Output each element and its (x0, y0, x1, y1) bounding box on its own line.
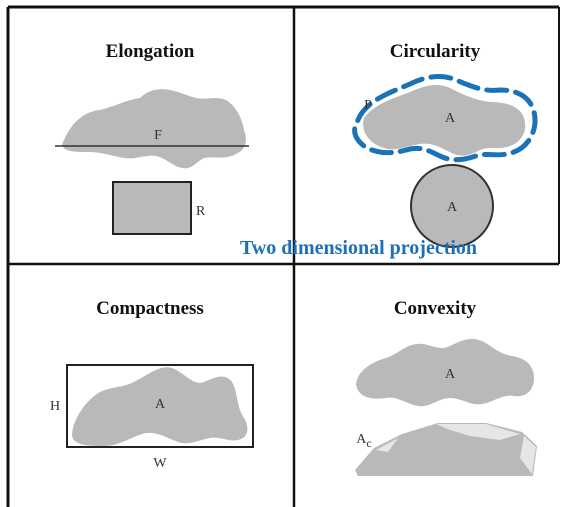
elongation-feret-label: F (154, 128, 162, 143)
elongation-rect-label: R (196, 204, 206, 219)
circularity-perimeter-label: P (364, 98, 372, 113)
circularity-particle-shape (363, 85, 526, 156)
panel-convexity: Convexity A Ac (355, 298, 537, 476)
circularity-dashed-perimeter (352, 74, 538, 163)
compactness-title: Compactness (96, 298, 204, 319)
circularity-area-label: A (445, 111, 456, 126)
elongation-particle-shape (62, 89, 246, 169)
grid-frame (6, 5, 560, 507)
compactness-height-label: H (50, 399, 60, 414)
convexity-area-label: A (445, 367, 456, 382)
panel-elongation: Elongation F R (55, 41, 249, 235)
convexity-concave-gaps (376, 424, 536, 474)
elongation-rectangle (112, 181, 192, 235)
convexity-hull-letter: A (356, 432, 367, 447)
panel-compactness: Compactness H W A (50, 298, 254, 471)
circularity-reference-circle (410, 164, 494, 248)
convexity-title: Convexity (394, 298, 477, 319)
convexity-hull-label: Ac (356, 432, 371, 450)
convexity-particle-shape (356, 339, 534, 407)
compactness-area-label: A (155, 397, 166, 412)
circularity-circle-label: A (447, 200, 458, 215)
compactness-particle-shape (72, 367, 248, 446)
circularity-title: Circularity (390, 41, 481, 62)
convexity-hull-subscript: c (366, 436, 371, 450)
compactness-bounding-box (66, 364, 254, 448)
elongation-title: Elongation (106, 41, 195, 62)
compactness-width-label: W (153, 456, 167, 471)
two-dimensional-projection-label: Two dimensional projection (240, 237, 477, 259)
panel-circularity: Circularity P A A (352, 41, 538, 248)
